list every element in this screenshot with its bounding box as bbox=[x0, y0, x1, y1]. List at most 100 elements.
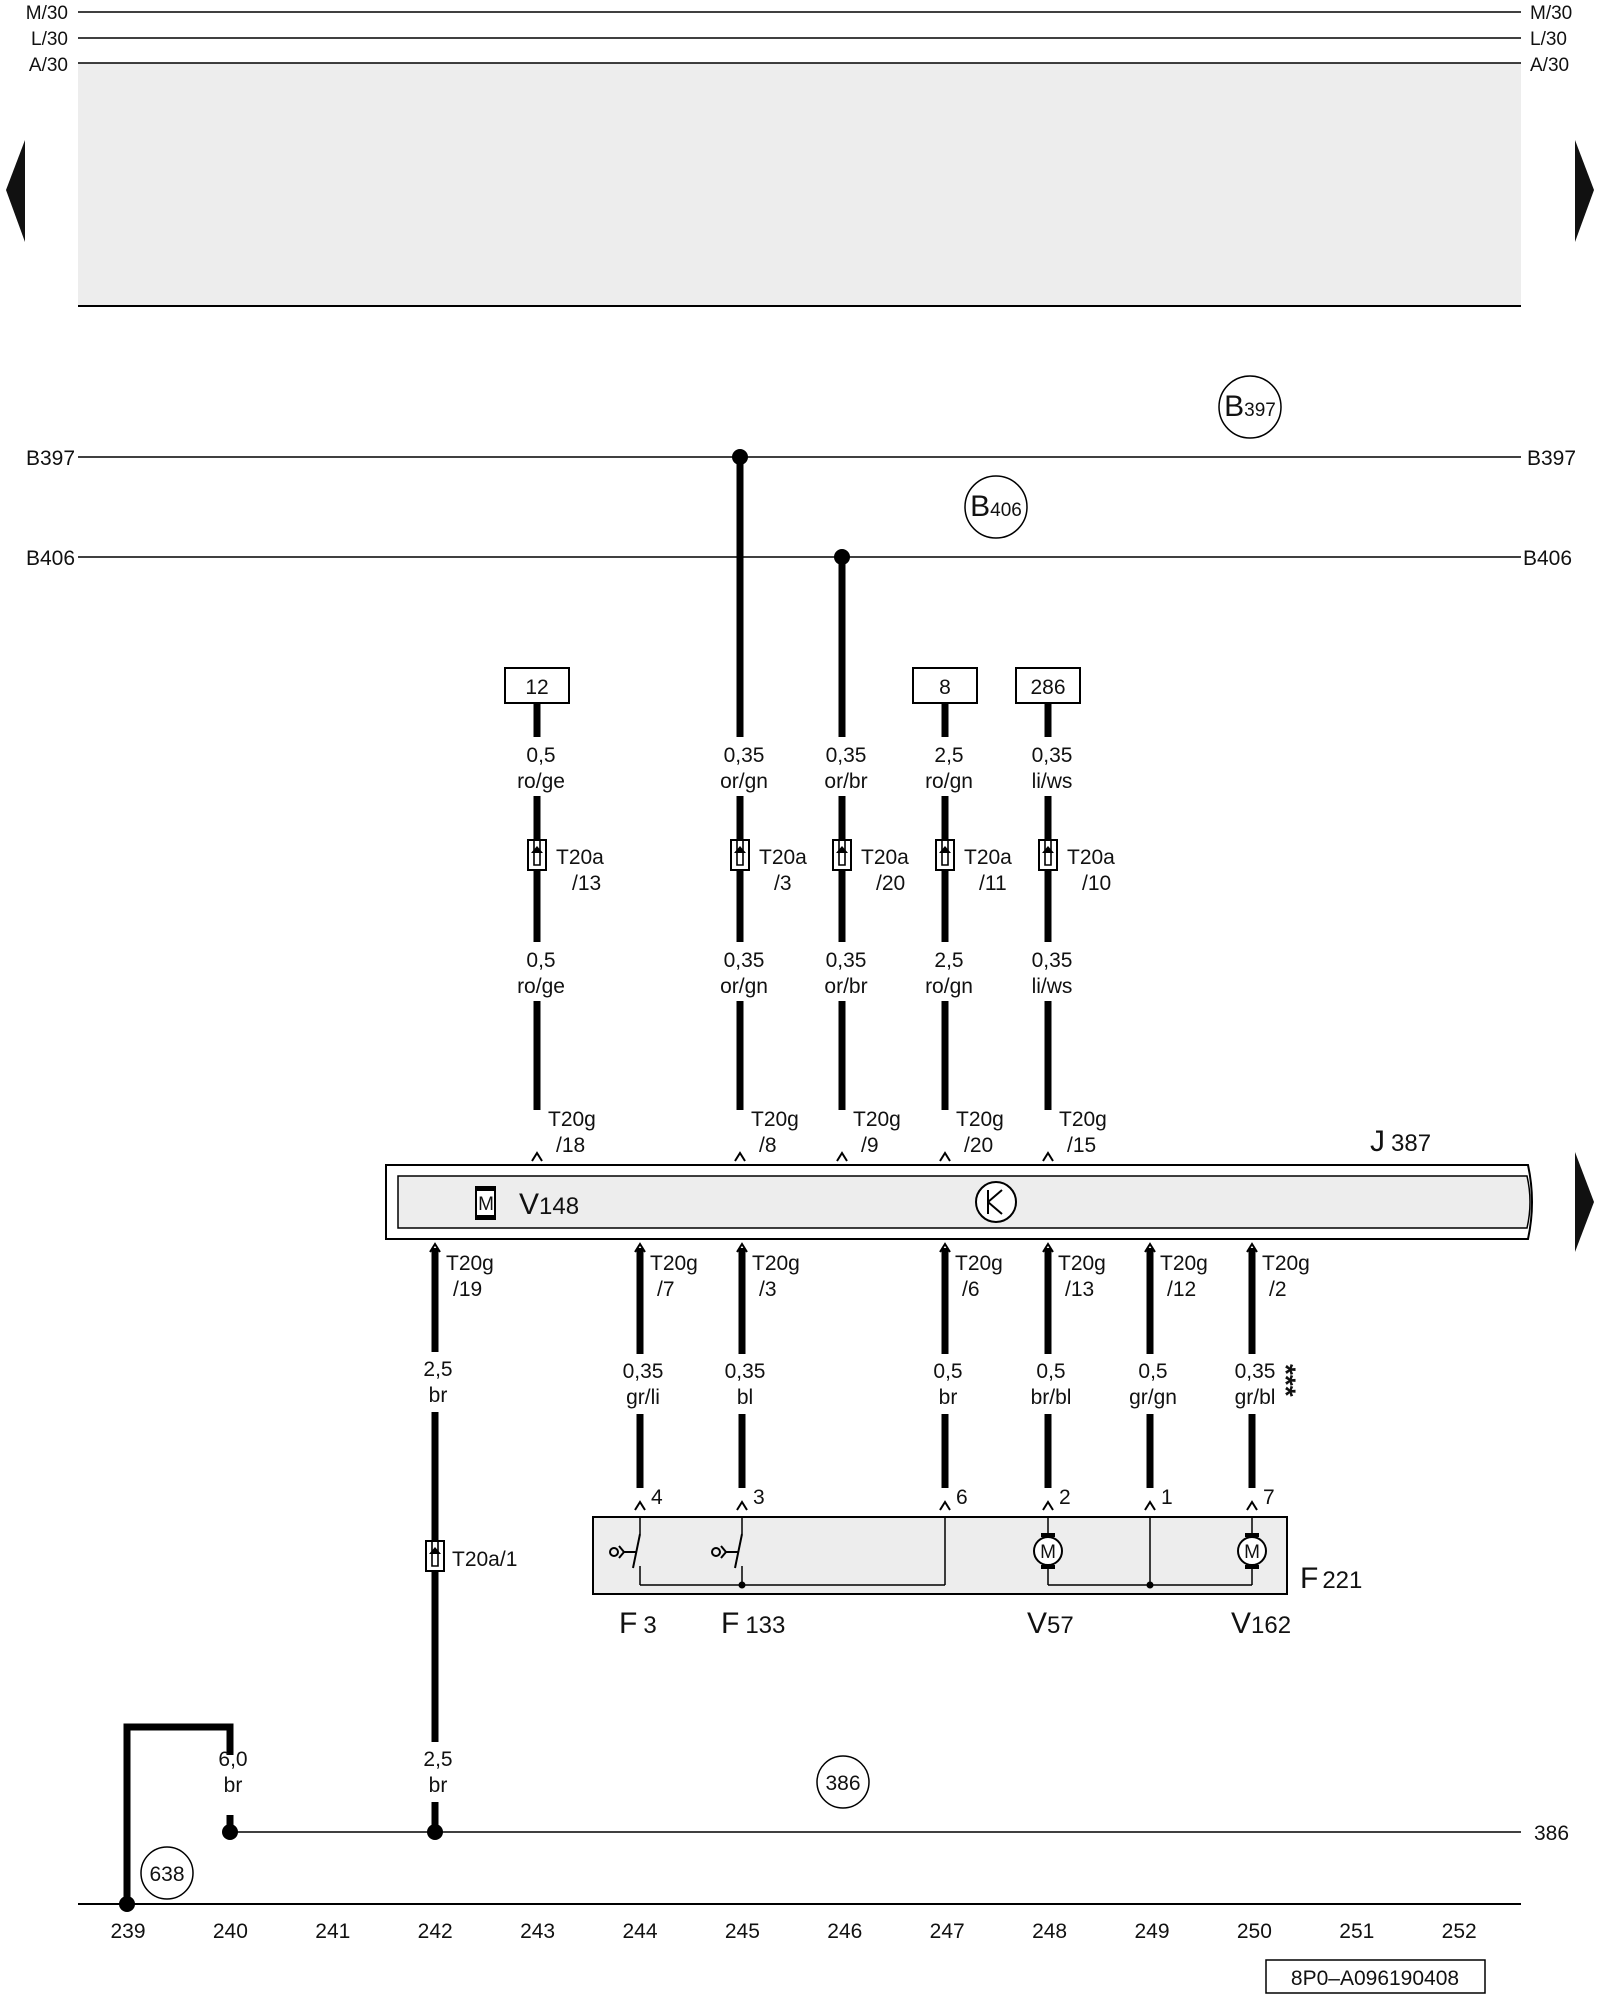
svg-text:br: br bbox=[429, 1384, 448, 1407]
ruler-label-250: 250 bbox=[1237, 1920, 1272, 1943]
svg-text:/12: /12 bbox=[1167, 1278, 1196, 1301]
ruler-label-243: 243 bbox=[520, 1920, 555, 1943]
svg-text:0,35: 0,35 bbox=[826, 949, 867, 972]
svg-text:0,5: 0,5 bbox=[933, 1360, 962, 1383]
ruler-label-248: 248 bbox=[1032, 1920, 1067, 1943]
svg-text:T20g: T20g bbox=[650, 1252, 698, 1275]
svg-text:2,5: 2,5 bbox=[934, 949, 963, 972]
bus-b406-badge: B406 bbox=[970, 490, 1022, 523]
svg-text:ro/gn: ro/gn bbox=[925, 975, 973, 998]
svg-text:M: M bbox=[478, 1194, 494, 1215]
svg-text:/9: /9 bbox=[861, 1134, 879, 1157]
svg-text:/13: /13 bbox=[572, 872, 601, 895]
svg-text:/7: /7 bbox=[657, 1278, 675, 1301]
svg-text:0,35: 0,35 bbox=[826, 744, 867, 767]
svg-text:/19: /19 bbox=[453, 1278, 482, 1301]
ruler-label-247: 247 bbox=[930, 1920, 965, 1943]
ruler-label-251: 251 bbox=[1339, 1920, 1374, 1943]
footnote-stars: *** bbox=[1271, 1364, 1302, 1397]
svg-text:/20: /20 bbox=[876, 872, 905, 895]
ground-386-badge: 386 bbox=[825, 1772, 860, 1795]
motor-v148-label: V148 bbox=[519, 1188, 579, 1221]
wire-245-upper: 0,35 or/gn T20a /3 0,35 or/gn T20g /8 bbox=[720, 744, 807, 1162]
svg-text:3: 3 bbox=[753, 1486, 765, 1509]
svg-text:gr/li: gr/li bbox=[626, 1386, 660, 1409]
rail-a30-left: A/30 bbox=[29, 55, 68, 76]
bus-b397-badge: B397 bbox=[1224, 390, 1276, 423]
wire-240-cross-section: 6,0 bbox=[218, 1748, 247, 1771]
connector-t20a-3-icon bbox=[730, 839, 750, 871]
svg-text:6: 6 bbox=[956, 1486, 968, 1509]
svg-text:0,5: 0,5 bbox=[1138, 1360, 1167, 1383]
bus-b397-right-label: B397 bbox=[1527, 447, 1576, 470]
svg-text:br: br bbox=[939, 1386, 958, 1409]
svg-text:br/bl: br/bl bbox=[1031, 1386, 1072, 1409]
wire-242-lower: T20g /19 2,5 br T20a/1 2,5 br bbox=[423, 1243, 517, 1797]
wire-248-upper: 0,35 li/ws T20a /10 0,35 li/ws T20g /15 bbox=[1032, 744, 1115, 1162]
wire-245-lower: T20g /3 0,35 bl 3 bbox=[725, 1243, 800, 1511]
svg-text:2,5: 2,5 bbox=[423, 1358, 452, 1381]
svg-text:8: 8 bbox=[939, 676, 951, 699]
rail-m30-left: M/30 bbox=[26, 3, 68, 24]
label-v57: V57 bbox=[1027, 1607, 1074, 1640]
svg-text:/15: /15 bbox=[1067, 1134, 1096, 1157]
connector-t20a-10-icon bbox=[1038, 839, 1058, 871]
svg-text:T20g: T20g bbox=[1058, 1252, 1106, 1275]
svg-text:7: 7 bbox=[1263, 1486, 1275, 1509]
footer-code: 8P0–A096190408 bbox=[1265, 1959, 1486, 1994]
svg-text:T20a: T20a bbox=[861, 846, 909, 869]
ruler-label-239: 239 bbox=[110, 1920, 145, 1943]
svg-text:/3: /3 bbox=[774, 872, 792, 895]
connector-t20a-11-icon bbox=[935, 839, 955, 871]
svg-text:T20g: T20g bbox=[1262, 1252, 1310, 1275]
ruler-label-240: 240 bbox=[213, 1920, 248, 1943]
svg-text:T20g: T20g bbox=[548, 1108, 596, 1131]
svg-text:/13: /13 bbox=[1065, 1278, 1094, 1301]
wire-240-color: br bbox=[224, 1774, 243, 1797]
svg-text:/20: /20 bbox=[964, 1134, 993, 1157]
wire-243-upper: 0,5 ro/ge T20a /13 0,5 ro/ge T20g /18 bbox=[517, 744, 604, 1162]
next-page-arrow-icon[interactable] bbox=[1575, 140, 1594, 242]
svg-text:or/gn: or/gn bbox=[720, 770, 768, 793]
label-v162: V162 bbox=[1231, 1607, 1291, 1640]
svg-text:2,5: 2,5 bbox=[934, 744, 963, 767]
rail-a30-right: A/30 bbox=[1530, 55, 1569, 76]
motor-v148-icon: M bbox=[475, 1186, 496, 1220]
svg-text:T20g: T20g bbox=[1059, 1108, 1107, 1131]
svg-text:0,5: 0,5 bbox=[526, 744, 555, 767]
svg-text:286: 286 bbox=[1030, 676, 1065, 699]
svg-text:8P0–A096190408: 8P0–A096190408 bbox=[1291, 1967, 1459, 1990]
ground-638-badge: 638 bbox=[149, 1863, 184, 1886]
ruler-label-242: 242 bbox=[418, 1920, 453, 1943]
motor-v57-icon: M bbox=[1033, 1533, 1063, 1569]
svg-text:2,5: 2,5 bbox=[423, 1748, 452, 1771]
svg-text:T20g: T20g bbox=[956, 1108, 1004, 1131]
svg-text:0,35: 0,35 bbox=[724, 744, 765, 767]
electronics-icon bbox=[975, 1181, 1017, 1223]
previous-page-arrow-icon[interactable] bbox=[6, 140, 25, 242]
wire-244-lower: T20g /7 0,35 gr/li 4 bbox=[623, 1243, 698, 1511]
svg-text:2: 2 bbox=[1059, 1486, 1071, 1509]
ruler-label-245: 245 bbox=[725, 1920, 760, 1943]
svg-text:br: br bbox=[429, 1774, 448, 1797]
ground-circuit: 6,0 br 386 386 638 bbox=[119, 1723, 1569, 1912]
bus-b406: B406 B406 B406 bbox=[26, 475, 1572, 570]
continue-arrow-icon[interactable] bbox=[1575, 1152, 1594, 1252]
svg-text:T20a: T20a bbox=[556, 846, 604, 869]
ruler-label-246: 246 bbox=[827, 1920, 862, 1943]
motor-v162-icon: M bbox=[1237, 1533, 1267, 1569]
svg-text:0,35: 0,35 bbox=[1235, 1360, 1276, 1383]
splice-b397 bbox=[732, 449, 748, 465]
svg-text:/11: /11 bbox=[979, 872, 1007, 895]
ruler-label-241: 241 bbox=[315, 1920, 350, 1943]
splice-b406 bbox=[834, 549, 850, 565]
ground-386-label: 386 bbox=[1534, 1822, 1569, 1845]
rail-shade bbox=[78, 63, 1521, 306]
svg-text:T20g: T20g bbox=[752, 1252, 800, 1275]
wire-250-lower: T20g /2 0,35 gr/bl 7 bbox=[1235, 1243, 1310, 1511]
connector-t20a-1-icon bbox=[425, 1540, 445, 1572]
